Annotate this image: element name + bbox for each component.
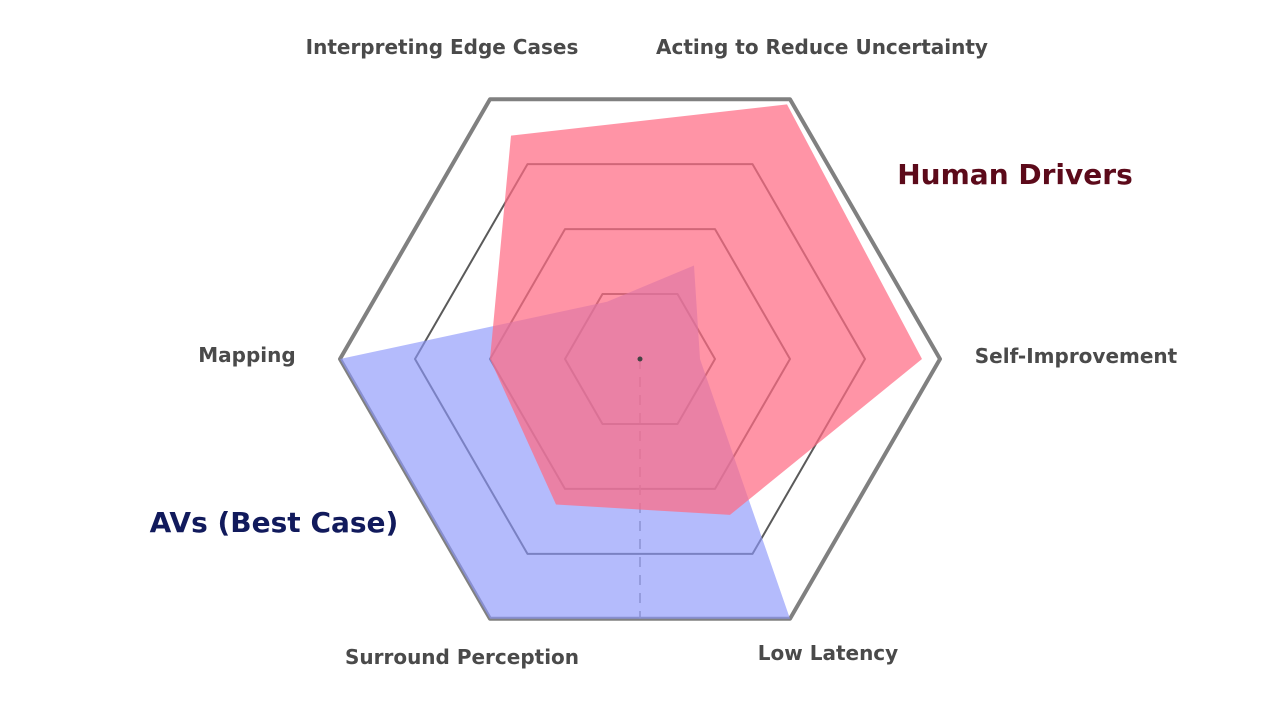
axis-label-surround-perception: Surround Perception (345, 645, 579, 669)
axis-label-interpreting-edge-cases: Interpreting Edge Cases (306, 35, 579, 59)
axis-labels: Acting to Reduce Uncertainty Self-Improv… (198, 35, 1177, 669)
series-labels: Human Drivers AVs (Best Case) (150, 158, 1133, 539)
axis-label-self-improvement: Self-Improvement (975, 344, 1178, 368)
series-layer (340, 104, 922, 619)
series-label-avs-best-case: AVs (Best Case) (150, 506, 399, 539)
series-label-human-drivers: Human Drivers (897, 158, 1132, 191)
axis-label-mapping: Mapping (198, 343, 295, 367)
series-area-human-drivers (490, 104, 922, 515)
axis-label-low-latency: Low Latency (758, 641, 898, 665)
center-point (637, 356, 643, 362)
axis-label-acting-to-reduce-uncertainty: Acting to Reduce Uncertainty (656, 35, 988, 59)
